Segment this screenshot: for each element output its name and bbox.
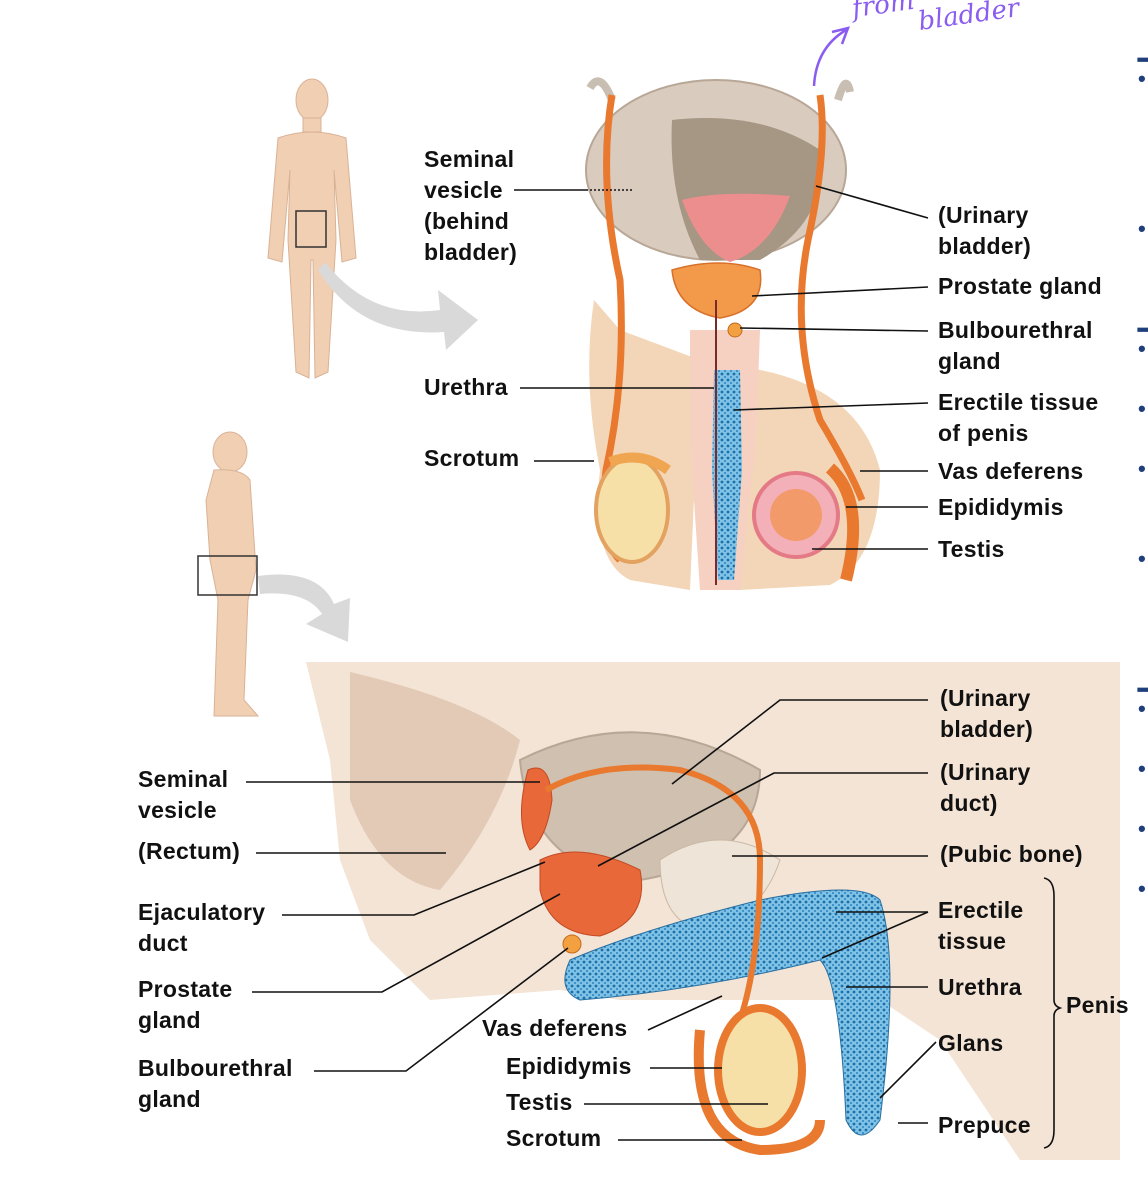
testis <box>714 1004 806 1136</box>
top-anterior-view <box>585 77 880 590</box>
label-rectum: (Rectum) <box>138 838 241 864</box>
bulbourethral <box>727 322 743 338</box>
handwritten-arrow <box>812 26 851 87</box>
label-prepuce: Prepuce <box>938 1112 1031 1138</box>
label-testis-bottom: Testis <box>506 1089 573 1115</box>
label-penis: Penis <box>1066 992 1129 1018</box>
arrow-to-bottom-view <box>258 574 350 642</box>
label-seminal-vesicle-top: Seminal vesicle (behind bladder) <box>424 146 518 265</box>
label-epididymis-top: Epididymis <box>938 494 1064 520</box>
label-testis-top: Testis <box>938 536 1005 562</box>
arrow-to-top-view <box>318 262 478 350</box>
label-vas-deferens-bottom: Vas deferens <box>482 1015 628 1041</box>
label-epididymis-bottom: Epididymis <box>506 1053 632 1079</box>
label-scrotum-bottom: Scrotum <box>506 1125 602 1151</box>
seminal-vesicle <box>521 767 553 851</box>
erectile-tissue <box>712 370 742 580</box>
prostate <box>539 851 643 937</box>
label-erectile-tissue-bottom: Erectile tissue <box>938 897 1024 954</box>
side-figure-focus-box <box>197 555 258 596</box>
label-erectile-tissue-top: Erectile tissue of penis <box>938 389 1099 446</box>
edge-marks: ▁••▁••••▁•••• <box>1138 36 1148 901</box>
bottom-sagittal-view <box>306 662 1120 1160</box>
left-testis <box>594 456 670 564</box>
label-urethra-bottom: Urethra <box>938 974 1022 1000</box>
label-urinary-bladder-bottom: (Urinary bladder) <box>940 685 1034 742</box>
side-figure <box>205 431 260 717</box>
label-bulbourethral-gland-bottom: Bulbourethral gland <box>138 1055 293 1112</box>
label-ejaculatory-duct: Ejaculatory duct <box>138 899 266 956</box>
label-bulbourethral-gland-top: Bulbourethral gland <box>938 317 1093 374</box>
prostate <box>671 262 762 319</box>
label-pubic-bone: (Pubic bone) <box>940 841 1083 867</box>
label-glans: Glans <box>938 1030 1004 1056</box>
label-scrotum-top: Scrotum <box>424 445 520 471</box>
label-vas-deferens-top: Vas deferens <box>938 458 1084 484</box>
front-figure <box>267 78 357 379</box>
leader-lines <box>246 185 1063 1149</box>
label-prostate-gland-top: Prostate gland <box>938 273 1102 299</box>
label-urinary-bladder-top: (Urinary bladder) <box>938 202 1032 259</box>
label-seminal-vesicle-bottom: Seminal vesicle <box>138 766 229 823</box>
front-figure-focus-box <box>295 210 327 248</box>
label-urethra-top: Urethra <box>424 374 508 400</box>
label-urinary-duct: (Urinary duct) <box>940 759 1031 816</box>
label-prostate-gland-bottom: Prostate gland <box>138 976 233 1033</box>
